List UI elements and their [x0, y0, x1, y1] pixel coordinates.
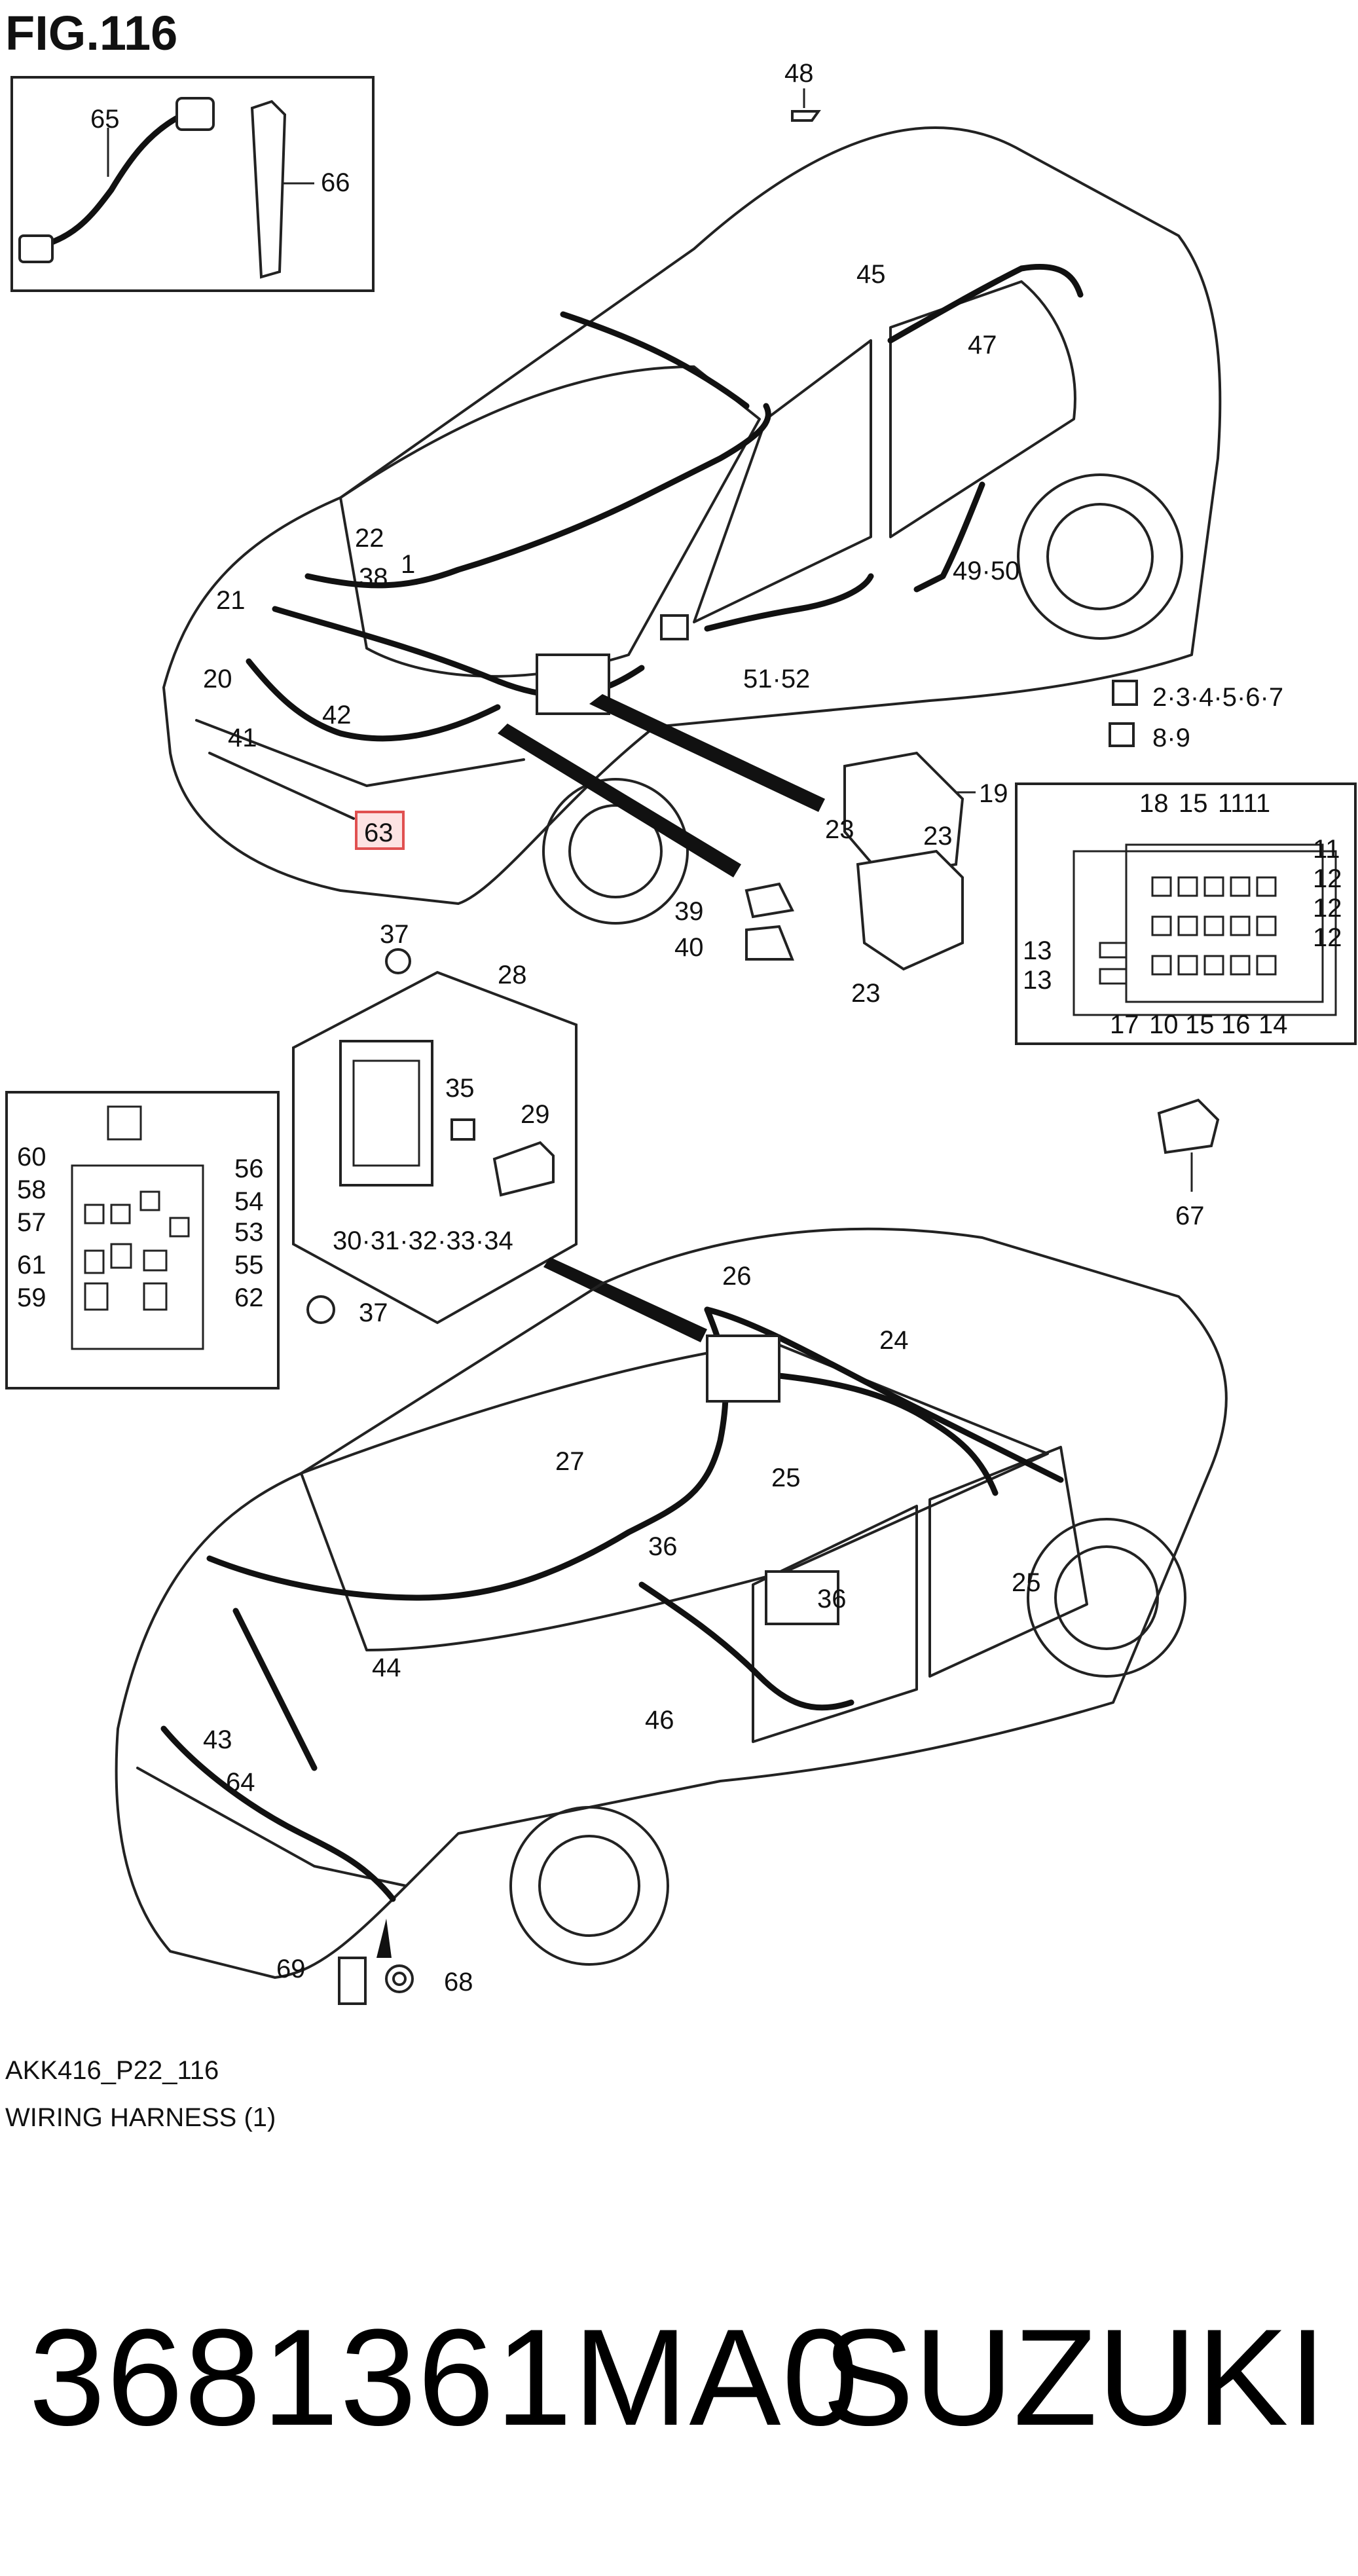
- part-number: 3681361MA0: [29, 2300, 860, 2454]
- callout-45: 45: [856, 260, 886, 289]
- relay-callout-60: 60: [17, 1143, 46, 1171]
- callout-25-b: 25: [1012, 1568, 1041, 1597]
- lower-car-outline: [115, 1227, 1228, 1979]
- callout-35: 35: [445, 1074, 475, 1103]
- relay-callout-54: 54: [234, 1187, 264, 1216]
- callout-2-7: 2·3·4·5·6·7: [1152, 683, 1283, 712]
- fuse-callout-15-b: 15: [1185, 1010, 1215, 1039]
- callout-40: 40: [674, 933, 704, 962]
- callout-46: 46: [645, 1706, 674, 1735]
- relay-callout-57: 57: [17, 1208, 46, 1237]
- callout-36-a: 36: [648, 1532, 678, 1561]
- fuse-callout-18: 18: [1139, 789, 1169, 818]
- relay-callout-56: 56: [234, 1154, 264, 1183]
- callout-64: 64: [226, 1768, 255, 1797]
- fuse-callout-10: 10: [1149, 1010, 1179, 1039]
- callout-23-a: 23: [825, 815, 854, 844]
- callout-69: 69: [276, 1955, 306, 1983]
- fuse-callout-11: 11: [1313, 835, 1340, 864]
- fuse-callout-12-c: 12: [1313, 923, 1342, 952]
- callout-8-9: 8·9: [1152, 724, 1190, 752]
- callout-41: 41: [228, 724, 257, 752]
- callout-26: 26: [722, 1262, 752, 1291]
- relay-callout-62: 62: [234, 1283, 264, 1312]
- callout-51-52: 51·52: [743, 665, 810, 693]
- figure-title: FIG.116: [5, 6, 178, 60]
- callout-67: 67: [1175, 1202, 1205, 1230]
- callout-23-b: 23: [923, 822, 953, 851]
- relay-callout-53: 53: [234, 1218, 264, 1247]
- callout-38: 38: [359, 563, 388, 592]
- fuse-callout-13-a: 13: [1023, 936, 1052, 965]
- callout-44: 44: [372, 1653, 401, 1682]
- callout-27: 27: [555, 1447, 585, 1476]
- fuse-callout-17: 17: [1110, 1010, 1139, 1039]
- fuse-callout-16: 16: [1221, 1010, 1251, 1039]
- callout-39: 39: [674, 897, 704, 926]
- callout-36-b: 36: [817, 1585, 847, 1613]
- callout-25-a: 25: [771, 1463, 801, 1492]
- fuse-callout-13-b: 13: [1023, 966, 1052, 995]
- fuse-callout-12-b: 12: [1313, 894, 1342, 923]
- pointer-wedge-b: [498, 724, 741, 877]
- callout-21: 21: [216, 586, 246, 615]
- callout-1: 1: [401, 550, 415, 579]
- figure-description: WIRING HARNESS (1): [5, 2103, 276, 2132]
- callout-47: 47: [968, 331, 997, 359]
- brand-name: SUZUKI: [822, 2300, 1327, 2454]
- callout-28: 28: [498, 961, 527, 989]
- pointer-wedge-c: [543, 1257, 707, 1342]
- callout-65: 65: [90, 105, 120, 134]
- callout-29: 29: [521, 1100, 550, 1129]
- callout-30-34: 30·31·32·33·34: [333, 1226, 513, 1255]
- wiring-harness-diagram: 65 66 48 45 47 22 38 1 21 20 42 41 63: [5, 59, 1357, 2005]
- inset-box-65-66: 65 66: [10, 76, 375, 292]
- figure-ref-code: AKK416_P22_116: [5, 2056, 219, 2085]
- relay-callout-61: 61: [17, 1251, 46, 1279]
- callout-24: 24: [879, 1326, 909, 1355]
- callout-37-b: 37: [359, 1298, 388, 1327]
- pointer-wedge-a: [589, 694, 825, 812]
- pointer-wedge-d: [376, 1919, 392, 1958]
- callout-37-a: 37: [380, 920, 409, 949]
- callout-63-highlight[interactable]: 63: [355, 811, 405, 850]
- callout-66: 66: [321, 168, 350, 197]
- callout-68: 68: [444, 1968, 473, 1996]
- inset-junction-block-28: 37 28 35 29 30·31·32·33·34 37: [292, 920, 578, 1327]
- callout-43: 43: [203, 1725, 232, 1754]
- relay-callout-58: 58: [17, 1175, 46, 1204]
- callout-20: 20: [203, 665, 232, 693]
- callout-48: 48: [784, 59, 814, 88]
- relay-callout-55: 55: [234, 1251, 264, 1279]
- fuse-callout-14: 14: [1258, 1010, 1288, 1039]
- callout-22: 22: [355, 524, 384, 553]
- fuse-callout-12-a: 12: [1313, 864, 1342, 893]
- inset-relay-box: 60 58 57 61 59 56 54 53 55 62: [5, 1091, 280, 1389]
- fuse-callout-15: 15: [1179, 789, 1208, 818]
- callout-42: 42: [322, 701, 352, 729]
- callout-19: 19: [979, 779, 1008, 808]
- inset-box-fuse-block: 18 15 1111 11 12 12 12 13 13 17 10 15 16…: [1015, 782, 1357, 1045]
- fuse-callout-1111: 1111: [1218, 789, 1270, 818]
- callout-49-50: 49·50: [953, 557, 1019, 585]
- callout-23-c: 23: [851, 979, 881, 1008]
- callout-63: 63: [364, 819, 394, 847]
- relay-callout-59: 59: [17, 1283, 46, 1312]
